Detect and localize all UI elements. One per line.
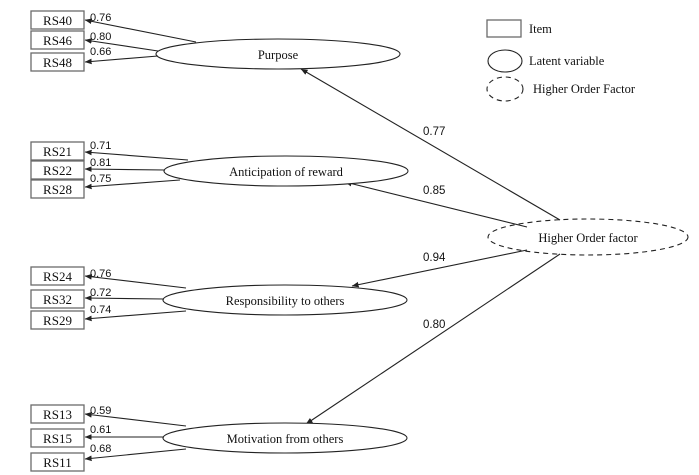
path-purpose-loading: 0.77 bbox=[423, 126, 445, 138]
item-path bbox=[84, 448, 187, 462]
factor-anticipation-of-reward: Anticipation of reward RS21 RS22 RS28 0.… bbox=[30, 140, 409, 199]
factor-responsibility-to-others: Responsibility to others RS24 RS32 RS29 … bbox=[30, 266, 408, 330]
legend-higher-order-ellipse bbox=[486, 76, 524, 102]
item-box bbox=[30, 266, 85, 286]
item-path bbox=[84, 295, 165, 301]
item-box bbox=[30, 30, 85, 50]
item-loading: 0.74 bbox=[90, 304, 111, 316]
item-box bbox=[30, 52, 85, 72]
legend-higher-order-label: Higher Order Factor bbox=[533, 82, 636, 96]
item-label: RS11 bbox=[43, 455, 71, 470]
item-label: RS46 bbox=[43, 33, 72, 48]
item-loading: 0.68 bbox=[90, 443, 111, 455]
legend-latent-ellipse bbox=[487, 49, 523, 73]
factor-motivation-from-others: Motivation from others RS13 RS15 RS11 0.… bbox=[30, 404, 408, 472]
factor-label: Responsibility to others bbox=[226, 294, 345, 308]
path-anticipation-loading: 0.85 bbox=[423, 185, 445, 197]
factor-label: Anticipation of reward bbox=[229, 165, 344, 179]
path-responsibility bbox=[351, 249, 528, 288]
higher-order-factor-label: Higher Order factor bbox=[538, 231, 638, 245]
item-box bbox=[30, 160, 85, 180]
item-loading: 0.61 bbox=[90, 424, 111, 436]
item-loading: 0.59 bbox=[90, 405, 111, 417]
item-box bbox=[30, 404, 85, 424]
item-loading: 0.81 bbox=[90, 157, 111, 169]
factor-ellipse bbox=[163, 155, 409, 187]
item-box bbox=[30, 428, 85, 448]
path-purpose bbox=[300, 68, 561, 221]
path-motivation bbox=[305, 253, 561, 425]
item-label: RS48 bbox=[43, 55, 72, 70]
higher-order-factor-ellipse bbox=[487, 218, 689, 256]
item-label: RS13 bbox=[43, 407, 72, 422]
item-loading: 0.75 bbox=[90, 173, 111, 185]
factor-purpose: Purpose RS40 RS46 RS48 0.76 0.80 0.66 bbox=[30, 10, 401, 72]
item-path bbox=[84, 38, 159, 52]
item-loading: 0.72 bbox=[90, 287, 111, 299]
item-path bbox=[84, 18, 197, 43]
item-box bbox=[30, 289, 85, 309]
path-anticipation bbox=[344, 180, 528, 228]
item-box bbox=[30, 10, 85, 30]
item-label: RS22 bbox=[43, 163, 72, 178]
item-box bbox=[30, 310, 85, 330]
factor-label: Motivation from others bbox=[227, 432, 344, 446]
item-loading: 0.76 bbox=[90, 268, 111, 280]
legend: Item Latent variable Higher Order Factor bbox=[486, 19, 636, 102]
item-path bbox=[84, 55, 159, 65]
legend-item-box bbox=[486, 19, 522, 38]
item-path bbox=[84, 274, 187, 289]
item-label: RS28 bbox=[43, 182, 72, 197]
item-path bbox=[84, 412, 187, 427]
factor-ellipse bbox=[162, 284, 408, 316]
item-path bbox=[84, 149, 189, 161]
path-responsibility-loading: 0.94 bbox=[423, 252, 446, 264]
item-box bbox=[30, 179, 85, 199]
path-motivation-loading: 0.80 bbox=[423, 319, 445, 331]
item-path bbox=[84, 166, 166, 172]
item-path bbox=[84, 179, 181, 190]
item-label: RS24 bbox=[43, 269, 72, 284]
item-loading: 0.66 bbox=[90, 46, 111, 58]
item-loading: 0.76 bbox=[90, 12, 111, 24]
item-label: RS21 bbox=[43, 144, 72, 159]
legend-latent-label: Latent variable bbox=[529, 54, 605, 68]
factor-ellipse bbox=[155, 38, 401, 70]
item-loading: 0.80 bbox=[90, 31, 111, 43]
item-path bbox=[84, 310, 187, 322]
item-label: RS29 bbox=[43, 313, 72, 328]
item-label: RS40 bbox=[43, 13, 72, 28]
item-box bbox=[30, 452, 85, 472]
item-label: RS32 bbox=[43, 292, 72, 307]
factor-ellipse bbox=[162, 422, 408, 454]
item-loading: 0.71 bbox=[90, 140, 111, 152]
item-label: RS15 bbox=[43, 431, 72, 446]
factor-label: Purpose bbox=[258, 48, 299, 62]
legend-item-label: Item bbox=[529, 22, 552, 36]
item-box bbox=[30, 141, 85, 161]
